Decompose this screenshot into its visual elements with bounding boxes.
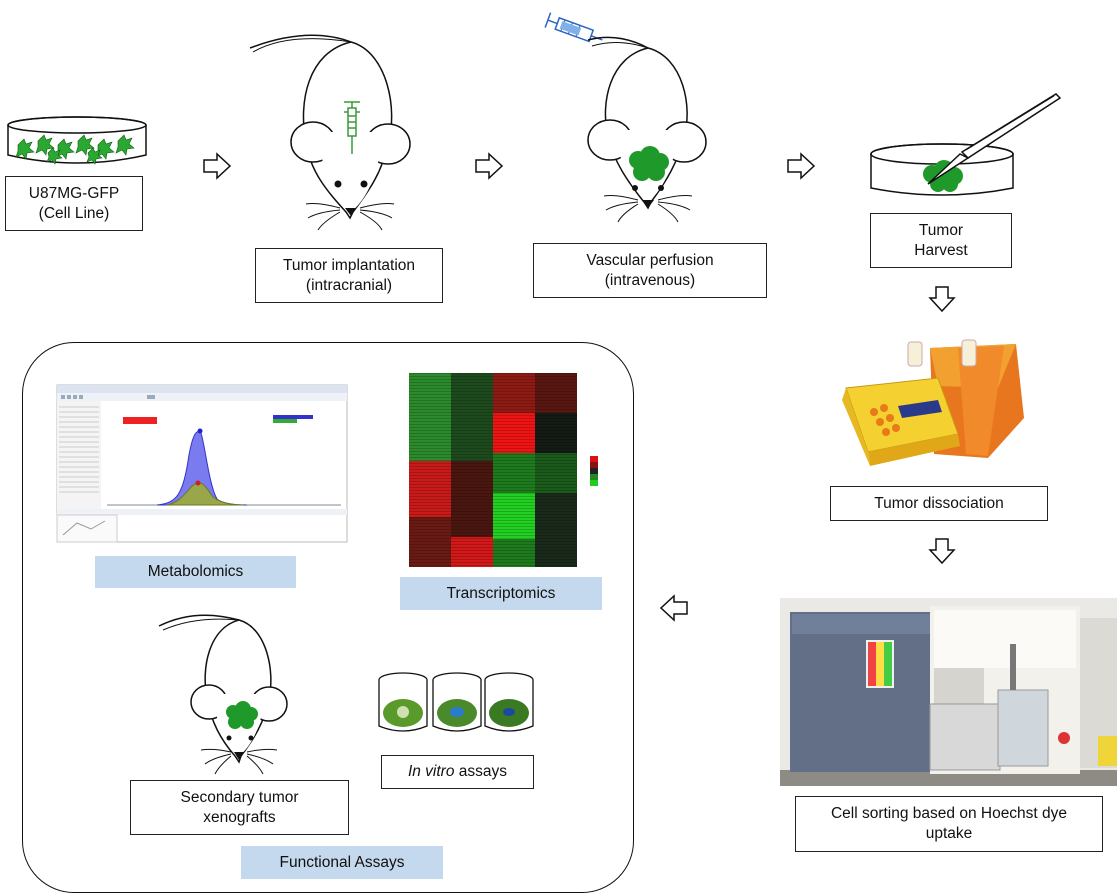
functional-assays-label: Functional Assays <box>241 846 443 879</box>
mouse-implantation-icon <box>249 34 411 231</box>
cell-line-label: U87MG-GFP(Cell Line) <box>5 176 143 231</box>
harvest-dish-scalpel-icon <box>870 93 1062 196</box>
down-arrow-icon <box>928 538 956 565</box>
right-arrow-icon <box>475 152 504 180</box>
transcriptomics-label: Transcriptomics <box>400 577 602 610</box>
down-arrow-icon <box>928 286 956 313</box>
well-3 <box>484 672 534 732</box>
well-1 <box>378 672 428 732</box>
right-arrow-icon <box>203 152 232 180</box>
cell-sorter-photo <box>780 598 1117 786</box>
analysis-panel <box>22 342 634 893</box>
left-arrow-icon <box>659 594 688 622</box>
invitro-assays-label: In vitro assays <box>381 755 534 789</box>
well-2 <box>432 672 482 732</box>
right-arrow-icon <box>787 152 816 180</box>
transcriptomics-heatmap <box>409 373 598 567</box>
petri-dish-cells-icon <box>7 116 147 165</box>
metabolomics-screenshot <box>56 384 348 543</box>
heatmap-color-key <box>590 456 598 486</box>
perfusion-label: Vascular perfusion(intravenous) <box>533 243 767 298</box>
mouse-xenograft-icon <box>158 614 288 775</box>
metabolomics-label: Metabolomics <box>95 556 296 588</box>
mouse-perfusion-icon <box>544 12 707 223</box>
implantation-label: Tumor implantation(intracranial) <box>255 248 443 303</box>
dissociation-label: Tumor dissociation <box>830 486 1048 521</box>
invitro-wells-icon <box>378 672 534 732</box>
dissociator-device-icon <box>842 339 1024 466</box>
